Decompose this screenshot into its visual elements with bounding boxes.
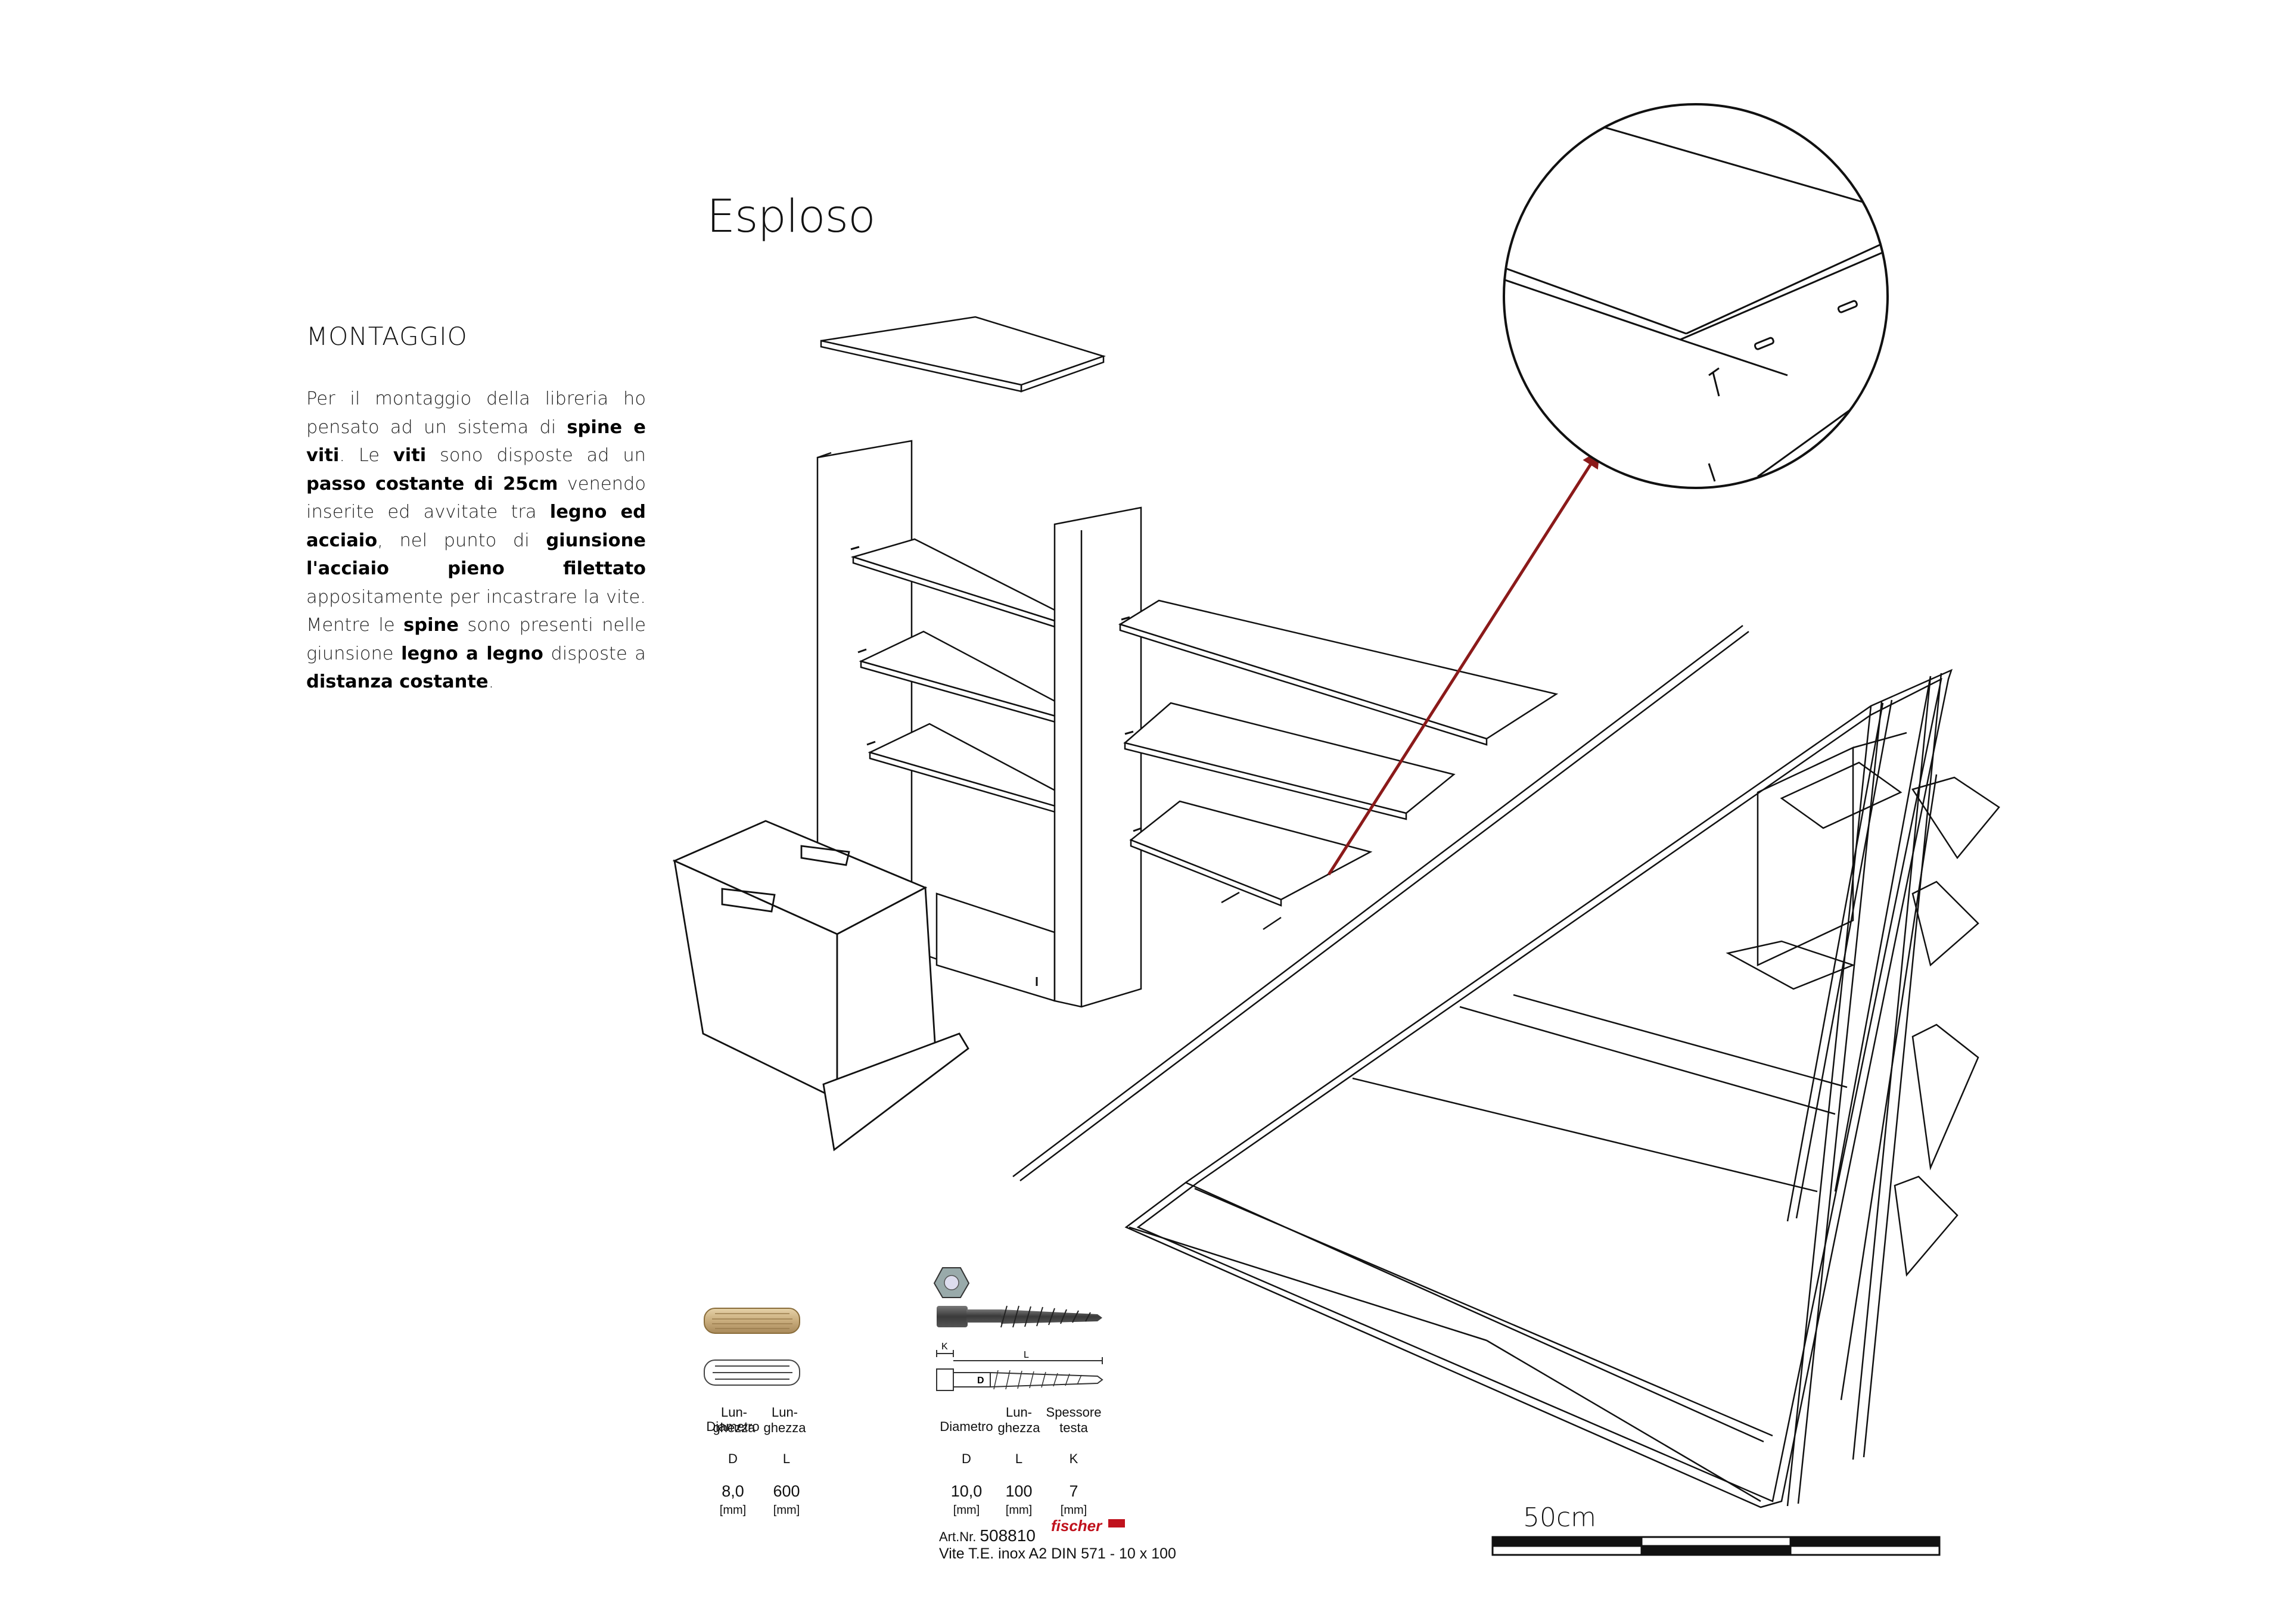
screw-icon: [937, 1305, 1102, 1328]
screw-length-label: Lun- ghezza: [997, 1405, 1040, 1435]
screw-length-unit: [mm]: [1005, 1504, 1033, 1517]
storage-box: [672, 820, 969, 1152]
middle-shelves: [1118, 599, 1559, 907]
detail-arrow: [1327, 449, 1600, 876]
screw-d-symbol: D: [962, 1451, 971, 1466]
dowel-drawing-icon: [704, 1359, 800, 1386]
screw-marks: [850, 546, 1142, 986]
description-bold-run: spine e viti: [306, 416, 646, 466]
screw-head-unit: [mm]: [1060, 1504, 1087, 1517]
description-run: sono presenti nelle giunsione: [306, 615, 646, 664]
screw-diameter-value: 10,0: [950, 1482, 983, 1500]
screw-k-symbol: K: [1069, 1451, 1078, 1466]
description-bold-run: legno a legno: [401, 643, 543, 664]
description-run: , nel punto di: [377, 530, 546, 551]
top-shelf: [820, 316, 1106, 393]
description-bold-run: spine: [403, 615, 459, 636]
diagram-l-label: L: [1024, 1350, 1029, 1360]
description-run: Per il montaggio della libreria ho pensa…: [306, 388, 646, 438]
description-bold-run: distanza costante: [306, 671, 489, 692]
brand-name: fischer: [1051, 1517, 1102, 1535]
dowel-diameter-label: Diametro: [706, 1419, 760, 1434]
screw-head-value: 7: [1069, 1482, 1078, 1500]
screw-l-symbol: L: [1015, 1451, 1023, 1466]
description-bold-run: giunsione l'acciaio pieno filettato: [306, 530, 646, 580]
description-run: sono disposte ad un: [426, 445, 646, 466]
dowel-diameter-unit: [mm]: [719, 1504, 747, 1517]
diagram-k-label: K: [941, 1342, 948, 1352]
screw-head-label: Spessore testa: [1046, 1405, 1102, 1435]
dowel-d-symbol: D: [728, 1451, 738, 1466]
article-label: Art.Nr.: [939, 1529, 977, 1544]
diagram-d-label: D: [977, 1376, 984, 1386]
article-number-value: 508810: [980, 1526, 1036, 1545]
assembly-description: Per il montaggio della libreria ho pensa…: [306, 385, 646, 696]
description-run: appositamente per incastrare la vite. Me…: [306, 586, 646, 636]
detail-circle: [1503, 103, 1889, 489]
description-run: . Le: [339, 445, 393, 466]
screw-drawing-icon: [936, 1350, 1103, 1391]
screw-diameter-unit: [mm]: [953, 1504, 980, 1517]
dowel-length-unit: [mm]: [773, 1504, 800, 1517]
description-bold-run: legno ed acciaio: [306, 502, 646, 551]
fischer-logo-icon: [1108, 1519, 1125, 1527]
dowel-length-label: Lun- ghezza: [713, 1405, 756, 1435]
dowel-icon: [704, 1308, 800, 1334]
description-run: venendo inserite ed avvitate tra: [306, 473, 646, 523]
diagonal-rail: [1012, 625, 1749, 1181]
scale-bar: [1491, 1536, 1941, 1556]
screw-length-value: 100: [1005, 1482, 1033, 1500]
description-run: disposte a: [543, 643, 646, 664]
dowel-l-symbol: L: [782, 1451, 791, 1466]
steel-frame: [1124, 668, 2000, 1508]
dowel-diameter-value: 8,0: [722, 1482, 744, 1500]
section-title: MONTAGGIO: [306, 322, 468, 351]
description-run: .: [488, 671, 495, 692]
hex-head-icon: [933, 1267, 970, 1298]
scale-label: 50cm: [1523, 1502, 1597, 1533]
description-bold-run: passo costante di 25cm: [306, 473, 558, 494]
screw-description: Vite T.E. inox A2 DIN 571 - 10 x 100: [939, 1545, 1176, 1562]
article-number: Art.Nr. 508810: [939, 1526, 1036, 1545]
page-title: Esploso: [707, 189, 876, 242]
dowel-length-label-text: Lun- ghezza: [763, 1405, 806, 1435]
description-bold-run: viti: [393, 445, 427, 466]
screw-diameter-label: Diametro: [940, 1419, 993, 1434]
dowel-length-value: 600: [773, 1482, 800, 1500]
